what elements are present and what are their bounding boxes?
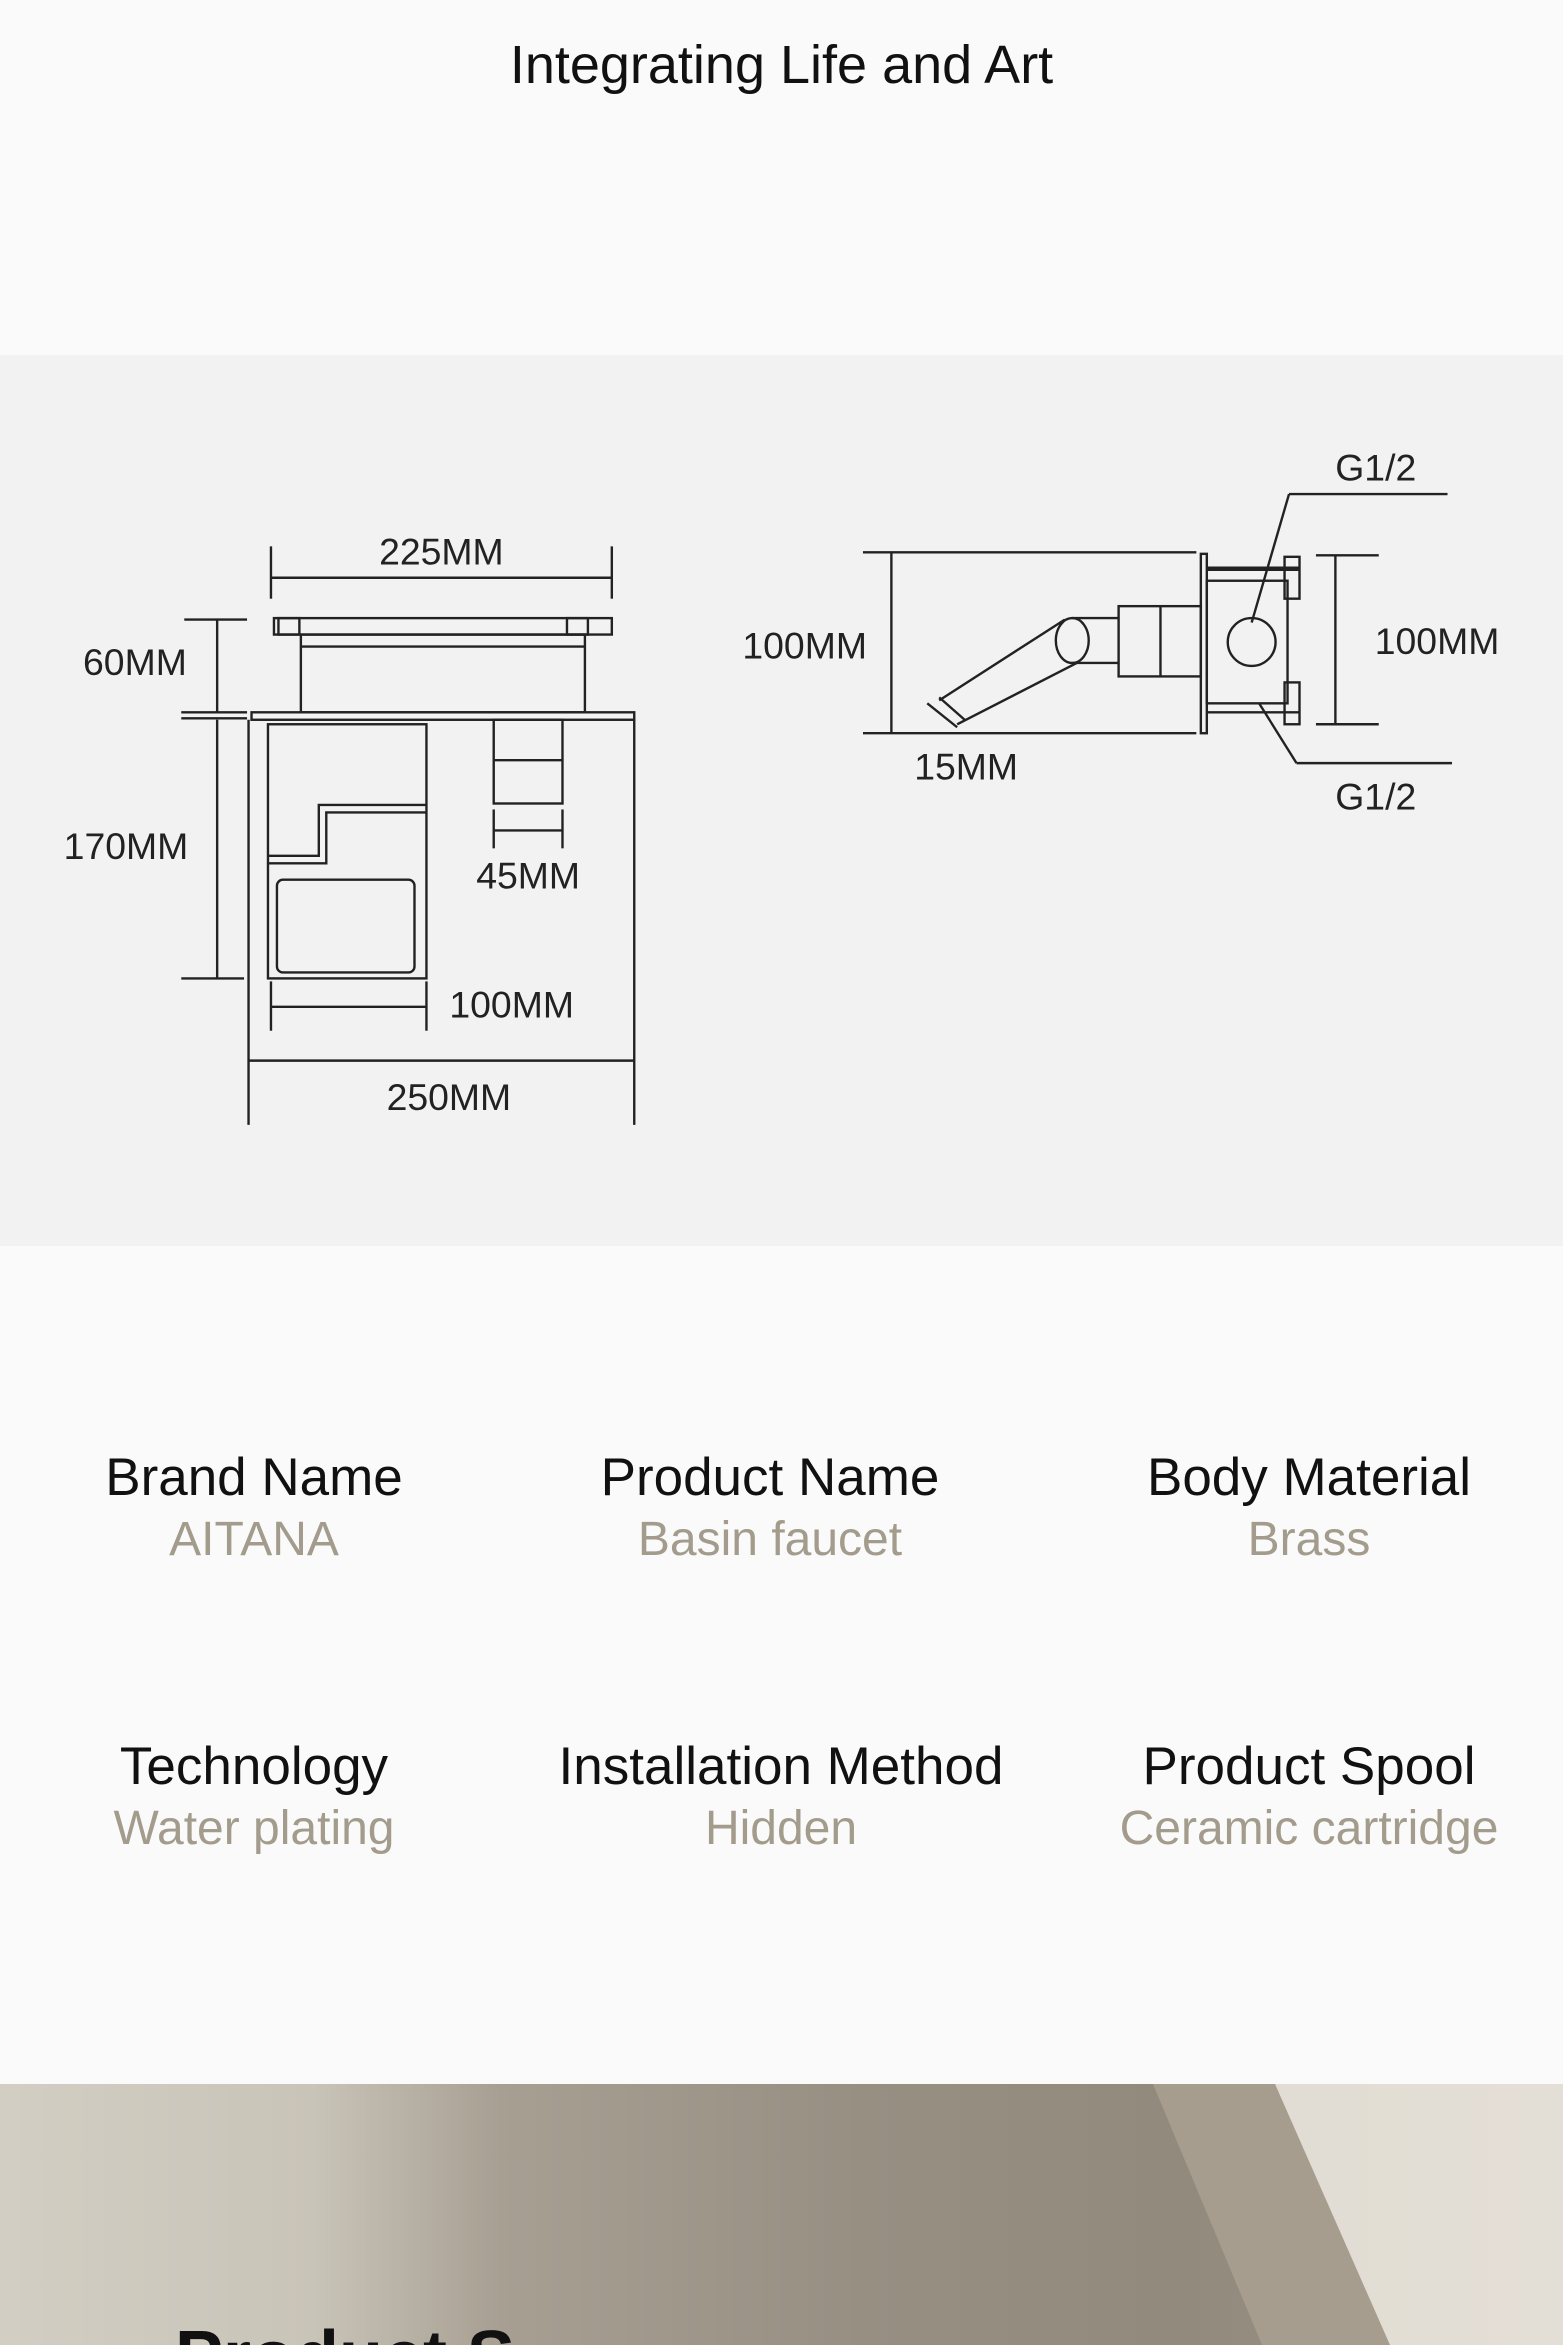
dim-height-top: 60MM xyxy=(83,641,187,683)
spec-label: Technology xyxy=(119,1737,389,1796)
dim-width-top: 225MM xyxy=(379,530,504,572)
dim-spout-tip: 15MM xyxy=(914,746,1018,788)
spec-value: Hidden xyxy=(704,1802,858,1855)
dim-handle-width: 45MM xyxy=(476,855,580,897)
label-inlet-bottom: G1/2 xyxy=(1335,775,1416,817)
product-scene-image: Product S xyxy=(0,2084,1563,2345)
spec-value: Ceramic cartridge xyxy=(1119,1802,1499,1855)
spec-label: Body Material xyxy=(1146,1448,1472,1507)
scene-heading: Product S xyxy=(175,2316,515,2345)
dim-height-body: 170MM xyxy=(64,825,189,867)
spec-brand-name: Brand Name AITANA xyxy=(0,1447,514,1571)
spec-product-name: Product Name Basin faucet xyxy=(510,1447,1030,1571)
dim-width-base: 250MM xyxy=(387,1076,512,1118)
front-view xyxy=(181,546,636,1125)
spec-value: AITANA xyxy=(169,1513,339,1566)
spec-product-spool: Product Spool Ceramic cartridge xyxy=(1049,1736,1563,1860)
spec-label: Brand Name xyxy=(105,1448,403,1507)
spec-label: Product Spool xyxy=(1142,1737,1476,1796)
label-inlet-top: G1/2 xyxy=(1335,447,1416,489)
spec-label: Installation Method xyxy=(558,1737,1004,1796)
dimension-diagram: 225MM 60MM 170MM 45MM 100MM 250MM 100MM … xyxy=(0,355,1563,1246)
side-view xyxy=(862,492,1452,765)
spec-label: Product Name xyxy=(600,1448,940,1507)
spec-technology: Technology Water plating xyxy=(0,1736,514,1860)
dim-spout-height: 100MM xyxy=(742,624,867,666)
page-title: Integrating Life and Art xyxy=(509,35,1054,95)
spec-value: Brass xyxy=(1247,1513,1371,1566)
spec-body-material: Body Material Brass xyxy=(1049,1447,1563,1571)
dimension-drawing: 225MM 60MM 170MM 45MM 100MM 250MM 100MM … xyxy=(64,447,1500,1125)
spec-value: Water plating xyxy=(113,1802,395,1855)
dim-inner-width: 100MM xyxy=(449,983,574,1025)
spec-value: Basin faucet xyxy=(637,1513,903,1566)
spec-installation-method: Installation Method Hidden xyxy=(521,1736,1041,1860)
dim-body-height: 100MM xyxy=(1375,620,1500,662)
